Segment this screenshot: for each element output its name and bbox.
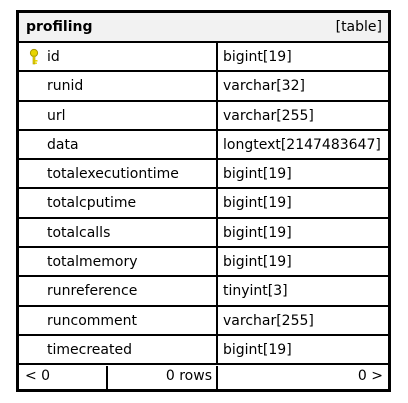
column-type: tinyint[3] [223,283,288,300]
row-count: 0 rows [108,366,218,389]
column-type: varchar[255] [223,312,314,329]
table-kind: [table] [335,19,382,35]
column-name: totalcalls [47,224,111,241]
entity-table-profiling: profiling [table] id bigint[19] runid va… [16,10,391,392]
column-type: bigint[19] [223,341,292,358]
column-row[interactable]: runcomment varchar[255] [19,306,388,336]
column-row[interactable]: totalcalls bigint[19] [19,218,388,249]
column-list: id bigint[19] runid varchar[32] url varc… [19,43,388,366]
pagination-footer: < 0 0 rows 0 > [19,366,388,389]
table-name: profiling [26,19,93,35]
column-name: runreference [47,283,138,300]
column-name: totalcputime [47,195,137,212]
column-row[interactable]: runid varchar[32] [19,72,388,102]
column-type: bigint[19] [223,254,292,271]
column-name: totalmemory [47,254,138,271]
column-type: longtext[2147483647] [223,136,381,153]
column-name: totalexecutiontime [47,166,179,183]
column-name: timecreated [47,341,132,358]
column-row[interactable]: totalexecutiontime bigint[19] [19,160,388,190]
column-type: bigint[19] [223,195,292,212]
key-icon [29,48,39,65]
column-name: url [47,107,66,124]
next-page-button[interactable]: 0 > [218,366,388,389]
entity-header: profiling [table] [19,13,388,43]
column-name: runid [47,78,84,95]
next-page-label: 0 > [357,368,383,384]
row-count-label: 0 rows [165,368,212,384]
column-type: bigint[19] [223,49,292,65]
column-row[interactable]: data longtext[2147483647] [19,130,388,161]
column-row[interactable]: timecreated bigint[19] [19,335,388,366]
column-row[interactable]: id bigint[19] [19,43,388,73]
previous-page-button[interactable]: < 0 [19,366,108,389]
column-type: varchar[32] [223,78,305,95]
column-row[interactable]: runreference tinyint[3] [19,277,388,307]
column-row[interactable]: totalmemory bigint[19] [19,248,388,278]
column-name: id [47,49,60,65]
column-row[interactable]: url varchar[255] [19,101,388,131]
column-name: data [47,136,79,153]
previous-page-label: < 0 [25,368,51,384]
column-type: bigint[19] [223,166,292,183]
column-row[interactable]: totalcputime bigint[19] [19,189,388,219]
column-name: runcomment [47,312,138,329]
column-type: bigint[19] [223,224,292,241]
column-type: varchar[255] [223,107,314,124]
